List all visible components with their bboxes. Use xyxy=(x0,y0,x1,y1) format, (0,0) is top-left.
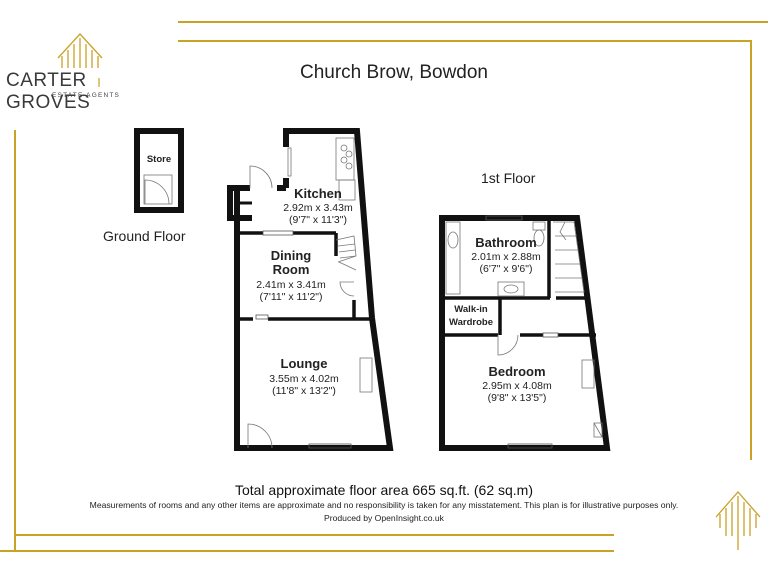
store-label: Store xyxy=(147,154,171,165)
disclaimer-text: Measurements of rooms and any other item… xyxy=(89,500,679,510)
kitchen-imperial: (9'7" x 11'3") xyxy=(289,214,347,226)
frame-top-outer xyxy=(178,21,768,23)
frame-top-inner xyxy=(178,40,752,42)
total-floor-area: Total approximate floor area 665 sq.ft. … xyxy=(234,482,534,498)
kitchen-metric: 2.92m x 3.43m xyxy=(283,202,353,214)
first-floor-label: 1st Floor xyxy=(481,170,536,186)
dining-label-line1: Dining xyxy=(271,248,311,263)
wardrobe-label-line1: Walk-in xyxy=(454,304,488,315)
produced-by-text: Produced by OpenInsight.co.uk xyxy=(324,513,444,523)
lounge-metric: 3.55m x 4.02m xyxy=(269,373,339,385)
first-floor-outline xyxy=(439,215,611,451)
frame-left-vertical xyxy=(14,130,16,550)
dining-label-line2: Room xyxy=(273,262,310,277)
ground-floor-label: Ground Floor xyxy=(103,228,186,244)
bedroom-imperial: (9'8" x 13'5") xyxy=(488,392,547,404)
frame-bottom-inner xyxy=(14,534,614,536)
wardrobe-label-line2: Wardrobe xyxy=(449,317,493,328)
bedroom-label: Bedroom xyxy=(488,364,545,379)
brand-tagline: ESTATE AGENTS xyxy=(52,92,121,99)
frame-bottom-outer xyxy=(0,550,614,552)
lounge-label: Lounge xyxy=(281,356,328,371)
lounge-imperial: (11'8" x 13'2") xyxy=(272,385,336,397)
page-title: Church Brow, Bowdon xyxy=(300,62,488,83)
bathroom-imperial: (6'7" x 9'6") xyxy=(480,263,533,275)
bedroom-metric: 2.95m x 4.08m xyxy=(482,380,552,392)
kitchen-label: Kitchen xyxy=(294,186,342,201)
dining-imperial: (7'11" x 11'2") xyxy=(259,291,322,303)
dining-metric: 2.41m x 3.41m xyxy=(256,279,326,291)
store-outline xyxy=(134,128,184,213)
bathroom-metric: 2.01m x 2.88m xyxy=(471,251,541,263)
brand-name: CARTER GROVES xyxy=(6,70,91,113)
frame-right-inner xyxy=(750,40,752,460)
bathroom-label: Bathroom xyxy=(475,235,536,250)
